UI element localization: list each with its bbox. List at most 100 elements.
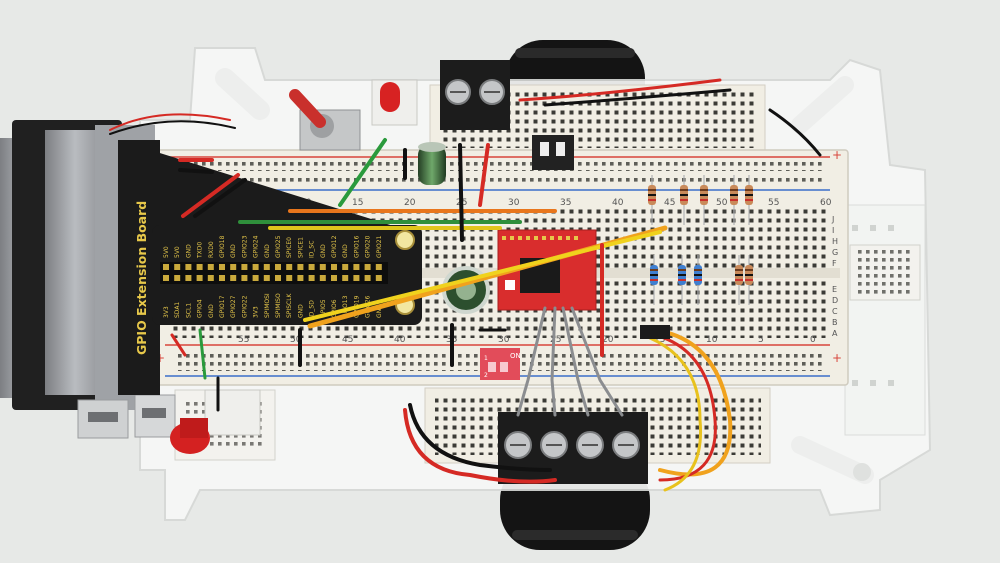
gpio-pin	[308, 275, 315, 281]
gpio-pin-label: GPIO26	[365, 295, 372, 318]
gpio-pin-label: SPIMOSI	[264, 293, 271, 318]
gpio-pin-label: GPIO24	[253, 235, 260, 258]
gpio-pin-label: SPISCLK	[286, 292, 293, 318]
column-number-top: 50	[716, 198, 728, 208]
mounting-hole-top	[395, 230, 415, 250]
gpio-pin-label: SPICE0	[286, 237, 293, 258]
red-wire-1	[181, 173, 240, 218]
gpio-pin-header	[163, 264, 382, 281]
gpio-pin	[207, 275, 214, 281]
gpio-pin	[319, 275, 326, 281]
gpio-pin	[263, 275, 270, 281]
gpio-pin	[207, 264, 214, 270]
gpio-pin	[375, 275, 382, 281]
column-number-top: 40	[612, 198, 624, 208]
gpio-pin	[252, 264, 259, 270]
gpio-pin	[364, 275, 371, 281]
black-wire-1	[193, 178, 247, 218]
gpio-pin	[174, 264, 181, 270]
gpio-pin-label: GND	[208, 304, 215, 318]
column-number-top: 15	[352, 198, 363, 208]
column-number-bottom: 15	[654, 335, 665, 345]
gpio-pin	[375, 264, 382, 270]
gpio-pin	[174, 275, 181, 281]
dip-switch-red: ON 1 2	[480, 348, 521, 380]
column-number-bottom: 40	[394, 335, 406, 345]
gpio-pin-label: GND	[342, 244, 349, 258]
gpio-pin-label: GPIO23	[241, 235, 248, 258]
resistor-array	[648, 175, 753, 305]
gpio-pin	[286, 264, 293, 270]
gpio-pin	[230, 275, 237, 281]
gpio-pin	[230, 264, 237, 270]
gpio-pin-label: SDA1	[174, 302, 181, 318]
red-push-button-bottom	[170, 389, 261, 454]
gpio-pin-label: 3V3	[253, 306, 260, 318]
gpio-pin-label: 5V0	[163, 246, 170, 258]
dip-on-label: ON	[510, 352, 521, 360]
gpio-pin-label: GND	[320, 244, 327, 258]
gpio-pin-label: GPIO16	[353, 235, 360, 258]
column-number-bottom: 50	[290, 335, 302, 345]
jumper-wires	[109, 78, 822, 492]
gpio-pin	[185, 275, 192, 281]
gpio-pin	[297, 264, 304, 270]
right-mini-board	[849, 244, 921, 301]
row-letter: H	[832, 237, 838, 246]
gpio-pin	[275, 264, 281, 270]
row-letter: A	[832, 329, 838, 338]
gpio-pin	[353, 264, 360, 270]
gpio-pin-label: GND	[185, 244, 192, 258]
column-number-top: 30	[508, 198, 520, 208]
gpio-pin	[353, 275, 360, 281]
gpio-pin	[342, 264, 349, 270]
gpio-pin	[286, 275, 293, 281]
gpio-pin-label: GPIO21	[376, 235, 383, 258]
top-plus-label: +	[832, 148, 842, 162]
gpio-pin-label: GPIO17	[219, 295, 226, 318]
servo-connector	[640, 325, 670, 339]
gpio-pin-label: GPIO6	[331, 299, 338, 318]
gpio-pin-label: GND	[376, 304, 383, 318]
gpio-pin-label: GPIO12	[331, 235, 338, 258]
gpio-pin-label: GPIO25	[275, 235, 282, 258]
gpio-pin	[252, 275, 259, 281]
dip-pin-1-label: 1	[484, 355, 488, 362]
gpio-pin	[342, 275, 349, 281]
column-number-bottom: 5	[758, 335, 764, 345]
gpio-pin-label: GND	[297, 304, 304, 318]
column-number-top: 60	[820, 198, 832, 208]
gpio-pin	[219, 275, 225, 281]
toggle-switch	[289, 89, 361, 151]
row-letter: F	[832, 259, 837, 268]
gpio-pin	[331, 275, 337, 281]
gpio-pin-label: GND	[230, 244, 237, 258]
gpio-pin-label: 3V3	[163, 306, 170, 318]
gpio-pin-label: SPIMISO	[275, 293, 282, 318]
usb-ports	[77, 394, 176, 439]
gpio-pin	[241, 275, 248, 281]
dip-switch-top	[532, 135, 574, 170]
bottom-plus-label: +	[832, 351, 842, 365]
gpio-pin	[163, 264, 169, 270]
column-number-bottom: 55	[238, 335, 249, 345]
gpio-pin	[263, 264, 270, 270]
gpio-pin-label: RXD0	[208, 241, 215, 258]
gpio-pin-label: GND	[264, 244, 271, 258]
gpio-pin	[196, 264, 203, 270]
electrolytic-capacitor-small	[418, 142, 446, 185]
gpio-pin-label: GPIO20	[365, 235, 372, 258]
gpio-pin	[297, 275, 304, 281]
column-number-bottom: 20	[602, 335, 614, 345]
top-terminal-block	[440, 60, 510, 130]
gpio-pin-label: GPIO13	[342, 295, 349, 318]
left-plus-label: +	[155, 351, 165, 365]
row-letter: D	[832, 296, 838, 305]
column-number-top: 45	[664, 198, 675, 208]
dip-pin-2-label: 2	[484, 372, 488, 379]
electrolytic-capacitor-large	[442, 266, 490, 314]
column-number-bottom: 45	[342, 335, 353, 345]
gpio-pin	[185, 264, 192, 270]
